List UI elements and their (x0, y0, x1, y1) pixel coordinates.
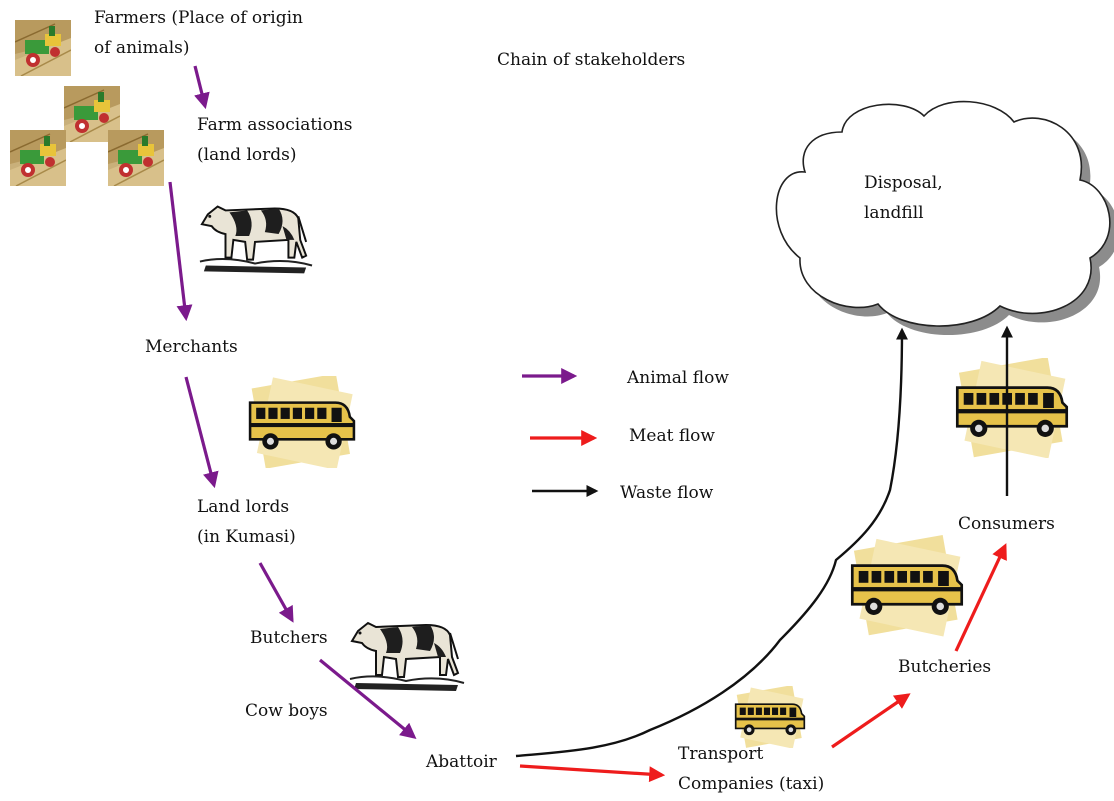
butcheries-label: Butcheries (898, 657, 992, 677)
bus-icon (248, 376, 356, 468)
meat-flow-arrow (831, 693, 911, 749)
legend-meat-flow: Meat flow (629, 426, 715, 446)
land-lords-label: Land lords (197, 497, 290, 517)
merchants-label: Merchants (145, 337, 238, 357)
cow-boys-label: Cow boys (245, 701, 328, 721)
meat-flow-arrow (519, 764, 666, 783)
animal-flow-arrow (184, 376, 219, 489)
bus-icon (955, 358, 1069, 458)
meat-flow-arrow (954, 543, 1007, 652)
land-lords-label-line2: (in Kumasi) (197, 527, 296, 547)
abattoir-label: Abattoir (426, 752, 497, 772)
disposal-cloud (775, 100, 1114, 335)
disposal-label: Disposal, (864, 173, 943, 193)
farmers-label-line2: of animals) (94, 38, 190, 58)
farm-icon (10, 130, 66, 186)
animal-flow-arrow (168, 181, 193, 322)
diagram-title: Chain of stakeholders (497, 50, 686, 70)
farm-associations-label: Farm associations (197, 115, 353, 135)
disposal-label-line2: landfill (864, 203, 924, 223)
animal-flow-arrow (193, 65, 210, 110)
farm-icon (15, 20, 71, 76)
farmers-label: Farmers (Place of origin (94, 8, 303, 28)
animal-flow-arrow (318, 658, 417, 740)
cow-icon (348, 621, 466, 693)
animal-flow-arrow (258, 562, 294, 623)
transport-label-line2: Companies (taxi) (678, 774, 825, 794)
butchers-label: Butchers (250, 628, 328, 648)
farm-associations-label-line2: (land lords) (197, 145, 297, 165)
cow-icon (198, 205, 314, 275)
consumers-label: Consumers (958, 514, 1055, 534)
farm-icon (108, 130, 164, 186)
transport-label: Transport (678, 744, 764, 764)
waste-flow-line (515, 327, 908, 758)
legend-animal-flow: Animal flow (627, 368, 729, 388)
legend-waste-flow: Waste flow (620, 483, 714, 503)
bus-icon (850, 535, 964, 637)
